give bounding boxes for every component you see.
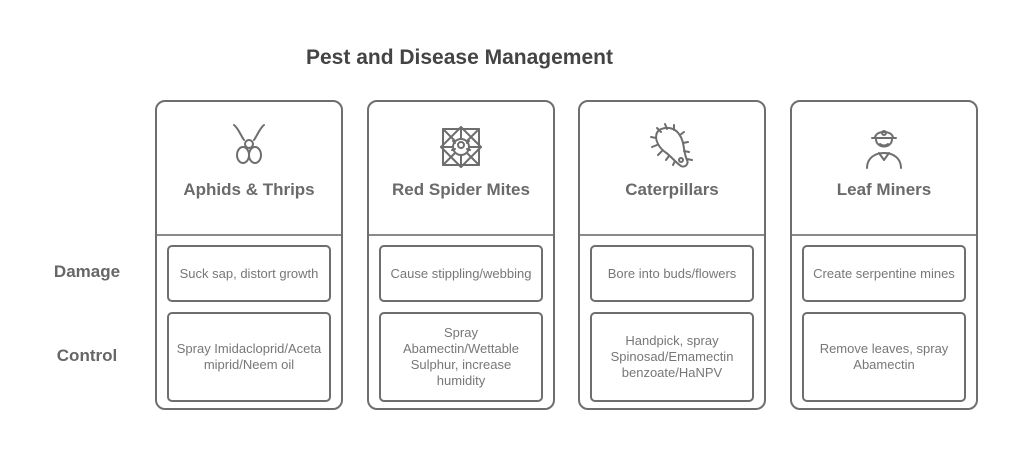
pest-card-leaf-miners: Leaf Miners Create serpentine mines Remo… (790, 100, 978, 410)
damage-text: Suck sap, distort growth (179, 265, 319, 281)
page-title: Pest and Disease Management (306, 46, 613, 69)
aphid-icon (224, 122, 274, 172)
card-divider (369, 234, 553, 236)
pest-card-aphids-thrips: Aphids & Thrips Suck sap, distort growth… (155, 100, 343, 410)
miner-icon (859, 122, 909, 172)
control-cell: Spray Imidacloprid/Acetamiprid/Neem oil (167, 312, 331, 402)
pest-card-caterpillars: Caterpillars Bore into buds/flowers Hand… (578, 100, 766, 410)
card-divider (157, 234, 341, 236)
damage-text: Bore into buds/flowers (607, 265, 737, 281)
damage-cell: Cause stippling/webbing (379, 245, 543, 302)
pest-name: Leaf Miners (836, 180, 932, 199)
control-text: Handpick, spray Spinosad/Emamectin benzo… (610, 333, 734, 380)
control-text: Spray Imidacloprid/Acetamiprid/Neem oil (176, 341, 322, 372)
damage-cell: Bore into buds/flowers (590, 245, 754, 302)
damage-text: Create serpentine mines (813, 265, 955, 281)
damage-cell: Suck sap, distort growth (167, 245, 331, 302)
pest-name: Aphids & Thrips (183, 180, 315, 199)
damage-text: Cause stippling/webbing (390, 265, 532, 281)
card-divider (792, 234, 976, 236)
control-cell: Spray Abamectin/Wettable Sulphur, increa… (379, 312, 543, 402)
control-cell: Remove leaves, spray Abamectin (802, 312, 966, 402)
control-cell: Handpick, spray Spinosad/Emamectin benzo… (590, 312, 754, 402)
control-text: Spray Abamectin/Wettable Sulphur, increa… (402, 325, 520, 388)
damage-cell: Create serpentine mines (802, 245, 966, 302)
pest-name: Red Spider Mites (392, 180, 530, 199)
pest-card-red-spider-mites: Red Spider Mites Cause stippling/webbing… (367, 100, 555, 410)
spider-web-icon (436, 122, 486, 172)
pest-name: Caterpillars (625, 180, 719, 199)
damage-row-label: Damage (53, 262, 121, 281)
control-row-label: Control (56, 346, 118, 365)
control-text: Remove leaves, spray Abamectin (819, 341, 949, 372)
card-divider (580, 234, 764, 236)
caterpillar-icon (647, 122, 697, 172)
